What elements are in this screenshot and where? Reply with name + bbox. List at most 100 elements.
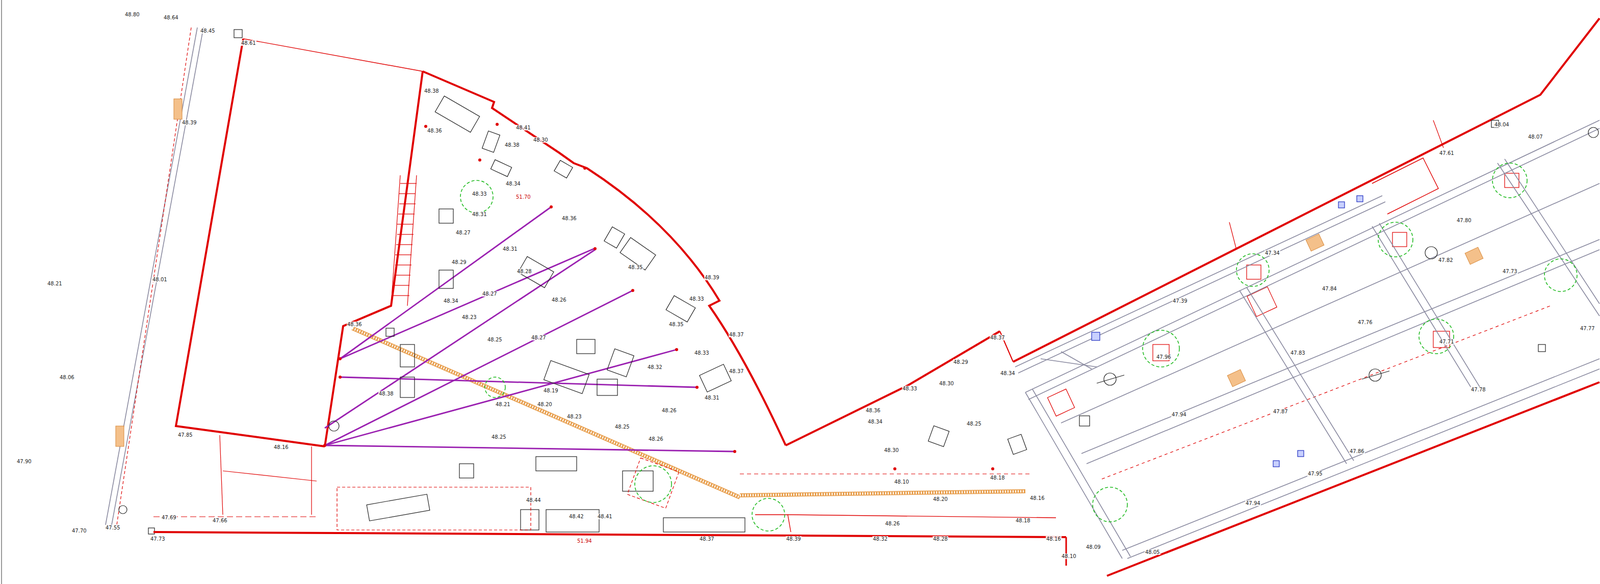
elevation-mark: 48.31 <box>502 246 519 252</box>
paved-strip <box>352 328 1026 498</box>
elevation-mark: 48.19 <box>543 388 559 394</box>
elevation-mark: 48.06 <box>59 374 75 381</box>
elevation-mark: 48.27 <box>455 229 472 236</box>
elevation-mark: 48.34 <box>443 298 459 304</box>
elevation-mark: 47.95 <box>1307 471 1324 477</box>
elevation-mark: 47.77 <box>1579 325 1596 332</box>
elevation-mark: 48.32 <box>647 364 663 371</box>
elevation-mark: 48.38 <box>378 391 395 397</box>
stairs <box>391 175 417 306</box>
elevation-mark: 48.38 <box>504 142 521 148</box>
elevation-mark: 48.10 <box>1061 553 1077 560</box>
elevation-mark: 48.26 <box>884 521 901 527</box>
elevation-mark: 48.64 <box>163 14 179 21</box>
elevation-mark: 48.16 <box>1045 536 1062 543</box>
elevation-mark: 48.33 <box>693 350 710 356</box>
elevation-mark: 48.20 <box>932 496 949 503</box>
elevation-mark: 47.90 <box>16 458 33 465</box>
survey-points <box>323 122 995 471</box>
elevation-mark: 47.85 <box>177 432 194 438</box>
elevation-mark: 48.36 <box>561 215 578 222</box>
elevation-mark: 51.94 <box>576 538 593 545</box>
elevation-mark: 48.41 <box>597 513 613 520</box>
elevation-mark: 47.80 <box>1456 217 1473 224</box>
elevation-mark: 48.29 <box>451 259 468 266</box>
elevation-mark: 48.26 <box>661 407 678 414</box>
elevation-mark: 48.45 <box>199 28 216 34</box>
hatched-patches <box>1227 234 1484 387</box>
elevation-mark: 48.36 <box>426 127 443 134</box>
elevation-mark: 48.37 <box>989 334 1006 341</box>
elevation-mark: 48.42 <box>568 513 585 520</box>
elevation-mark: 48.04 <box>1493 121 1510 128</box>
elevation-mark: 47.86 <box>1349 448 1365 455</box>
elevation-mark: 48.21 <box>495 401 511 408</box>
elevation-mark: 48.37 <box>728 368 745 375</box>
elevation-mark: 48.30 <box>883 447 900 454</box>
elevation-mark: 47.84 <box>1321 286 1338 292</box>
elevation-mark: 48.16 <box>1029 495 1046 502</box>
road <box>105 27 243 535</box>
elevation-mark: 48.09 <box>1085 544 1102 551</box>
elevation-mark: 47.69 <box>161 514 177 521</box>
elevation-mark: 47.55 <box>105 525 121 531</box>
elevation-mark: 48.18 <box>1015 518 1031 524</box>
elevation-mark: 48.29 <box>952 359 969 366</box>
elevation-mark: 48.33 <box>688 296 705 302</box>
elevation-mark: 48.18 <box>989 475 1006 481</box>
elevation-mark: 48.16 <box>273 444 290 451</box>
elevation-mark: 48.34 <box>505 181 522 187</box>
elevation-mark: 47.94 <box>1245 500 1261 507</box>
elevation-mark: 48.01 <box>151 276 168 283</box>
elevation-mark: 48.39 <box>704 274 720 281</box>
utility-marks <box>1091 195 1363 468</box>
elevation-mark: 47.73 <box>149 536 166 543</box>
elevation-mark: 47.73 <box>1502 268 1518 275</box>
elevation-mark: 48.39 <box>785 536 802 543</box>
elevation-mark: 48.34 <box>867 419 884 425</box>
elevation-mark: 47.61 <box>1438 150 1455 157</box>
elevation-mark: 48.44 <box>525 497 542 504</box>
elevation-mark: 48.25 <box>614 424 631 430</box>
elevation-mark: 48.35 <box>627 264 644 271</box>
elevation-mark: 48.33 <box>471 191 488 197</box>
elevation-mark: 48.35 <box>668 321 685 328</box>
elevation-mark: 48.39 <box>181 119 198 126</box>
elevation-mark: 48.41 <box>515 124 532 131</box>
elevation-mark: 47.83 <box>1289 350 1306 356</box>
elevation-mark: 47.78 <box>1470 386 1487 393</box>
elevation-mark: 48.25 <box>486 337 503 343</box>
elevation-mark: 48.36 <box>346 321 363 328</box>
elevation-mark: 48.38 <box>423 88 440 94</box>
elevation-mark: 48.61 <box>240 40 257 46</box>
elevation-mark: 48.23 <box>566 414 583 420</box>
elevation-mark: 48.31 <box>471 211 488 218</box>
elevation-mark: 47.66 <box>212 518 228 524</box>
elevation-mark: 48.05 <box>1144 549 1161 556</box>
elevation-mark: 48.27 <box>481 291 498 297</box>
property-boundary <box>153 18 1600 577</box>
elevation-mark: 48.28 <box>516 268 533 275</box>
elevation-mark: 48.33 <box>901 385 918 392</box>
elevation-mark: 48.26 <box>648 436 664 443</box>
elevation-mark: 51.70 <box>515 194 532 200</box>
elevation-mark: 48.28 <box>932 536 949 543</box>
elevation-mark: 48.25 <box>966 421 983 427</box>
elevation-mark: 48.80 <box>124 11 141 18</box>
elevation-mark: 47.94 <box>1171 411 1187 418</box>
elevation-mark: 48.21 <box>46 280 63 287</box>
elevation-mark: 48.30 <box>938 380 955 387</box>
elevation-mark: 47.39 <box>1172 298 1189 304</box>
elevation-mark: 48.07 <box>1527 134 1544 140</box>
elevation-mark: 47.76 <box>1357 319 1374 326</box>
elevation-mark: 47.82 <box>1437 257 1454 264</box>
elevation-mark: 48.36 <box>865 407 882 414</box>
elevation-mark: 47.96 <box>1155 354 1172 360</box>
elevation-mark: 48.25 <box>491 434 507 441</box>
elevation-mark: 48.37 <box>699 536 715 543</box>
elevation-mark: 48.27 <box>530 334 547 341</box>
elevation-mark: 48.32 <box>872 536 889 543</box>
elevation-mark: 48.20 <box>536 401 553 408</box>
elevation-mark: 47.71 <box>1438 339 1455 345</box>
